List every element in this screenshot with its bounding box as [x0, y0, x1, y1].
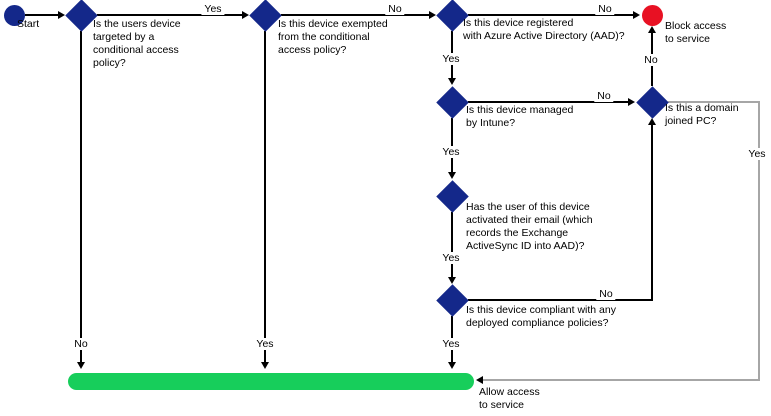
arrowhead-start-to-targeted	[58, 11, 65, 19]
edge-exempted-no	[281, 14, 429, 16]
arrowhead-intune-yes-to-email	[448, 172, 456, 179]
edge-label-aad-yes: Yes	[439, 53, 463, 65]
decision-compliance-node	[435, 283, 469, 317]
edge-label-aad-no: No	[595, 3, 615, 15]
edge-exempted-yes-to-allow	[264, 31, 266, 362]
decision-domain-joined-node	[635, 85, 669, 119]
decision-intune-managed-question: Is this device managed by Intune?	[466, 104, 574, 129]
decision-intune-managed-node	[435, 85, 469, 119]
edge-email-yes-to-compliant	[451, 212, 453, 277]
edge-label-intune-yes: Yes	[439, 146, 463, 158]
block-node	[641, 4, 663, 26]
edge-domain-yes-vertical	[758, 101, 760, 381]
decision-exempted-question: Is this device exempted from the conditi…	[278, 18, 388, 56]
start-label: Start	[17, 18, 40, 30]
allow-bar	[68, 373, 474, 390]
edge-targeted-no-to-allow	[80, 31, 82, 362]
edge-label-compliant-no: No	[596, 288, 616, 300]
arrowhead-exempted-no	[429, 11, 436, 19]
edge-label-email-yes: Yes	[439, 252, 463, 264]
decision-domain-joined-question: Is this a domain joined PC?	[665, 102, 739, 127]
arrowhead-exempted-yes-to-allow	[261, 362, 269, 369]
edge-compliant-no-vertical	[651, 125, 653, 301]
arrowhead-email-yes-to-compliant	[448, 277, 456, 284]
block-label: Block access to service	[665, 20, 727, 45]
edge-intune-yes-to-email	[451, 118, 453, 172]
decision-aad-registered-question: Is this device registered with Azure Act…	[463, 17, 625, 42]
edge-start-to-targeted	[25, 14, 58, 16]
edge-label-intune-no: No	[594, 90, 614, 102]
arrowhead-compliant-yes-to-allow	[448, 362, 456, 369]
edge-intune-no-to-domain	[468, 101, 628, 103]
edge-label-targeted-yes: Yes	[201, 3, 225, 15]
arrowhead-targeted-no-to-allow	[77, 362, 85, 369]
edge-domain-yes-bottom	[483, 379, 760, 381]
edge-label-compliant-yes: Yes	[439, 338, 463, 350]
decision-email-activated-question: Has the user of this device activated th…	[466, 201, 593, 252]
decision-email-activated-node	[435, 179, 469, 213]
edge-aad-no-to-block	[468, 14, 633, 16]
arrowhead-aad-no-to-block	[633, 11, 640, 19]
edge-label-domain-no: No	[641, 54, 661, 66]
decision-exempted-node	[248, 0, 282, 32]
arrowhead-domain-yes-to-allow	[476, 376, 483, 384]
arrowhead-aad-yes-to-intune	[448, 78, 456, 85]
start-node	[3, 4, 25, 26]
decision-targeted-question: Is the users device targeted by a condit…	[93, 18, 181, 69]
edge-label-exempted-no: No	[385, 3, 405, 15]
edge-label-exempted-yes: Yes	[253, 338, 277, 350]
allow-label: Allow access to service	[479, 386, 540, 411]
edge-label-domain-yes: Yes	[745, 148, 769, 160]
edge-label-targeted-no: No	[71, 338, 91, 350]
arrowhead-targeted-yes	[242, 11, 249, 19]
edge-domain-yes-top	[668, 101, 760, 103]
arrowhead-domain-no-to-block	[648, 26, 656, 33]
arrowhead-compliant-no-to-domain	[648, 118, 656, 125]
edge-targeted-yes	[97, 14, 242, 16]
edge-compliant-no-horizontal	[468, 299, 653, 301]
arrowhead-intune-no-to-domain	[628, 98, 635, 106]
decision-compliance-question: Is this device compliant with any deploy…	[466, 304, 616, 329]
